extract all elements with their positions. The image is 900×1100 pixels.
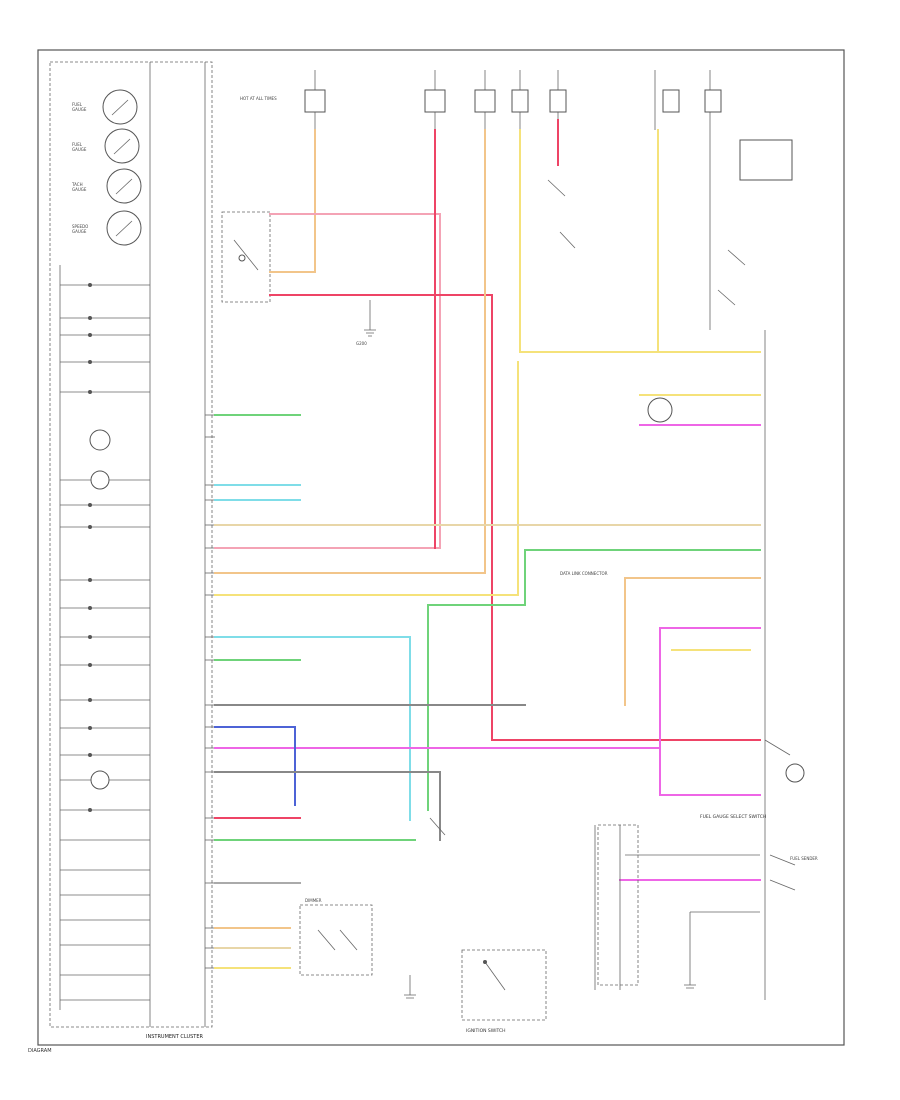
- svg-text:FUEL: FUEL: [72, 142, 83, 147]
- cluster-connector: [205, 414, 215, 969]
- relay-enclosure: [221, 211, 271, 303]
- diagram-border: [37, 49, 845, 1046]
- dimmer-box: [299, 904, 373, 976]
- power-feeds: [304, 70, 722, 130]
- fuel-sender-box: [597, 824, 639, 986]
- fuel-gauge-select-switch-label: FUEL GAUGE SELECT SWITCH: [700, 814, 766, 820]
- wires: [214, 119, 766, 1000]
- ignition-switch-label: IGNITION SWITCH: [466, 1028, 506, 1034]
- svg-text:GAUGE: GAUGE: [72, 187, 87, 192]
- fuel-sender-label: FUEL SENDER: [790, 856, 818, 861]
- svg-text:GAUGE: GAUGE: [72, 107, 87, 112]
- dimmer-label: DIMMER: [305, 898, 322, 903]
- cluster-lamp-icon: [90, 470, 110, 490]
- cluster-lamp-icon: [89, 429, 111, 451]
- hot-feed-label: HOT AT ALL TIMES: [240, 96, 277, 101]
- sensor-icon: [647, 397, 673, 423]
- cluster-enclosure: [49, 61, 213, 1028]
- cluster-lamp-icon: [90, 770, 110, 790]
- svg-text:TACH: TACH: [71, 182, 83, 187]
- instrument-cluster-label: INSTRUMENT CLUSTER: [146, 1034, 204, 1040]
- select-switch-icon: [785, 763, 805, 783]
- ignition-switch-box: [461, 949, 547, 1021]
- svg-text:GAUGE: GAUGE: [72, 229, 87, 234]
- svg-text:FUEL: FUEL: [72, 102, 83, 107]
- drawing-id: DIAGRAM: [28, 1048, 52, 1054]
- ground-label: G200: [356, 341, 367, 346]
- components: [299, 139, 805, 1021]
- data-link-label: DATA LINK CONNECTOR: [560, 571, 608, 576]
- cluster-indicators: [59, 265, 150, 1010]
- svg-text:GAUGE: GAUGE: [72, 147, 87, 152]
- svg-text:SPEEDO: SPEEDO: [72, 224, 88, 229]
